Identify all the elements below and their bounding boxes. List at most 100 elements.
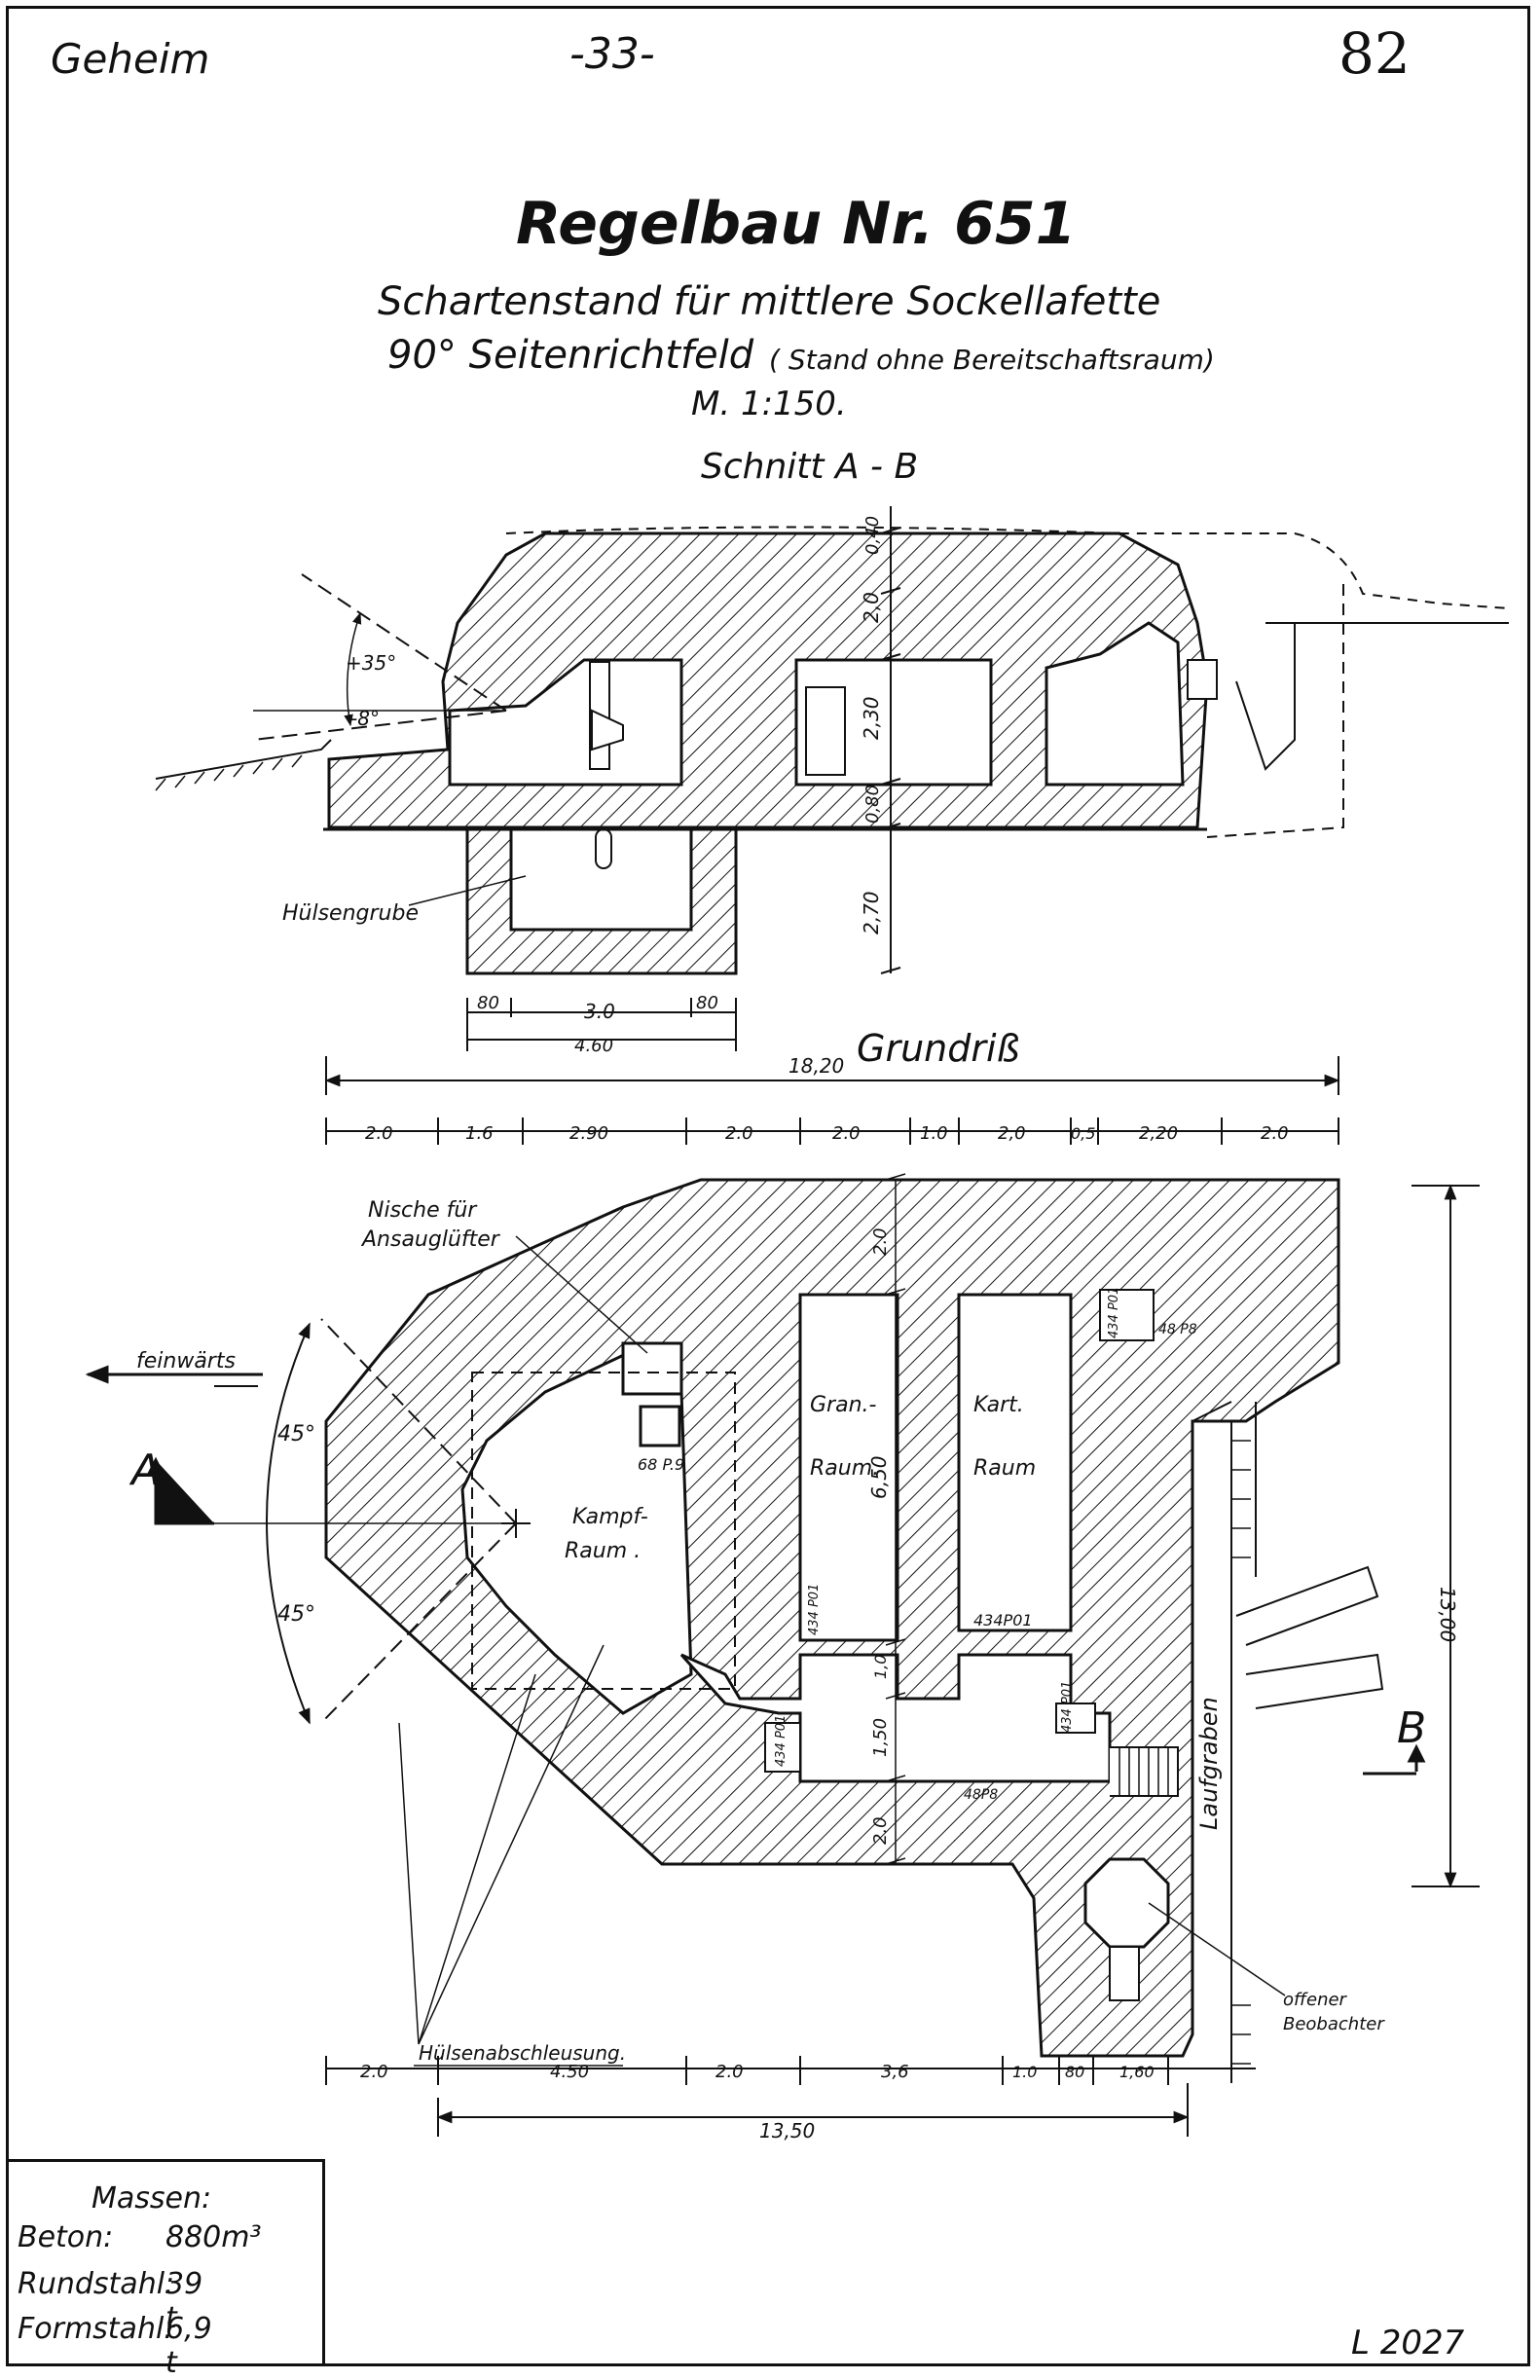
dim-bottom-1: 2.0	[360, 2062, 388, 2082]
traverse-field-label: 90° Seitenrichtfeld	[387, 333, 754, 378]
quantities-heading: Massen:	[92, 2181, 212, 2215]
sector-angle-bottom: 45°	[277, 1602, 315, 1627]
section-heading: Schnitt A - B	[701, 447, 919, 487]
plan-view	[85, 1173, 1480, 2083]
combat-room-label-1: Kampf-	[572, 1505, 648, 1529]
classification-label: Geheim	[51, 35, 210, 83]
angle-lower: -8°	[350, 707, 380, 730]
dim-roof: 2,0	[860, 592, 883, 623]
dim-top-10: 2.0	[1261, 1123, 1289, 1144]
dim-pit-depth: 2,70	[860, 891, 883, 934]
dim-inner-5: 2.0	[870, 1816, 891, 1845]
section-view	[155, 506, 1510, 1051]
section-label-A: A	[128, 1446, 161, 1495]
combat-room-label-2: Raum .	[565, 1539, 641, 1563]
dim-right: 13,00	[1436, 1587, 1459, 1642]
part-code-6: 434 P01	[774, 1715, 788, 1767]
page-number: -33-	[569, 29, 655, 79]
dim-pit-wall-left: 80	[477, 993, 499, 1013]
section-marker-A	[146, 1456, 214, 1525]
sheet-border	[6, 6, 1530, 2366]
ventilator-niche	[621, 1341, 683, 1396]
dim-inner-2: 6,50	[867, 1455, 891, 1499]
dim-pit-total: 4.60	[574, 1036, 613, 1056]
grenade-room-label-2: Raum.	[810, 1456, 879, 1481]
grenade-room	[798, 1293, 899, 1642]
dim-bottom-2: 4.50	[550, 2062, 589, 2082]
dim-top-7: 2,0	[998, 1123, 1026, 1144]
trench-hatch	[1231, 1440, 1251, 2065]
combat-room	[460, 1351, 693, 1715]
quantity-label-section-steel: Formstahl:	[18, 2312, 174, 2346]
plan-heading: Grundriß	[857, 1027, 1019, 1070]
elevation-arc	[344, 611, 362, 727]
dim-bottom-5: 1.0	[1012, 2063, 1037, 2081]
dim-bottom-3: 2.0	[715, 2062, 744, 2082]
dim-pit-inner: 3.0	[584, 1000, 615, 1023]
ammo-box	[805, 686, 846, 776]
dim-top-9: 2,20	[1139, 1123, 1178, 1144]
right-earth-dashed	[1206, 584, 1344, 838]
trench-branch-upper	[1235, 1565, 1379, 1646]
niche-label-line1: Nische für	[368, 1198, 478, 1223]
dim-bottom-7: 1,60	[1119, 2063, 1155, 2081]
traverse-field-note: ( Stand ohne Bereitschaftsraum)	[769, 344, 1215, 376]
trench-branch-lower	[1245, 1653, 1384, 1709]
observer-box	[1187, 659, 1218, 700]
quantity-value-section-steel: 6,9 t	[165, 2312, 212, 2380]
dim-bottom-4: 3,6	[881, 2062, 909, 2082]
cartridge-room	[957, 1293, 1073, 1632]
pedestal-outline	[471, 1372, 736, 1690]
niche-label-line2: Ansauglüfter	[360, 1227, 501, 1252]
section-label-B: B	[1397, 1703, 1426, 1753]
quantity-label-round-steel: Rundstahl:	[18, 2267, 175, 2301]
dim-room-height: 2,30	[860, 696, 883, 740]
ground-hatch-left	[155, 754, 303, 791]
dim-top-4: 2.0	[725, 1123, 753, 1144]
observer-label-1: offener	[1283, 1990, 1348, 2010]
stair-cavity	[1045, 621, 1185, 787]
direction-label: feinwärts	[136, 1349, 236, 1373]
gun-mount	[591, 709, 624, 751]
dim-top-8: 0,5	[1071, 1124, 1095, 1143]
sheet-number: 82	[1338, 20, 1411, 87]
dim-inner-1: 2.0	[870, 1227, 891, 1256]
entry-stairs	[1110, 1746, 1179, 1797]
observer-label-2: Beobachter	[1283, 2014, 1385, 2034]
dim-top-6: 1.0	[920, 1123, 948, 1144]
dim-top-3: 2.90	[569, 1123, 608, 1144]
part-code-7: 434 P01	[1060, 1681, 1075, 1733]
part-code-8: 48P8	[964, 1787, 998, 1803]
ventilator-box	[639, 1405, 681, 1447]
dim-top-2: 1.6	[465, 1123, 494, 1144]
scale-label: M. 1:150.	[691, 384, 847, 423]
elevation-ray-upper	[301, 573, 507, 712]
dim-bottom-6: 80	[1065, 2063, 1084, 2081]
casing-pit	[465, 825, 738, 975]
trench	[1192, 1401, 1257, 2083]
quantity-row: Beton: 880m³	[18, 2220, 262, 2254]
cartridge-room-label-1: Kart.	[973, 1393, 1024, 1417]
quantity-row: Rundstahl: 39 t	[18, 2267, 202, 2335]
dim-floor: 0,80	[862, 785, 883, 824]
part-code-3: 434P01	[973, 1611, 1033, 1629]
quantity-value-concrete: 880m³	[165, 2220, 262, 2254]
trench-label: Laufgraben	[1195, 1697, 1223, 1830]
drawing-title: Regelbau Nr. 651	[516, 190, 1077, 258]
quantity-value-round-steel: 39 t	[165, 2267, 203, 2335]
dim-cover: 0,40	[862, 516, 883, 555]
dim-total-bottom: 13,50	[759, 2119, 815, 2142]
earth-cover	[505, 526, 1510, 609]
dim-top-1: 2.0	[365, 1123, 393, 1144]
observer-stair	[1109, 1946, 1140, 2001]
dim-top-5: 2.0	[832, 1123, 861, 1144]
quantity-row: Formstahl: 6,9 t	[18, 2312, 212, 2380]
section-marker-B	[1363, 1743, 1426, 1776]
right-ground	[1235, 622, 1509, 771]
sector-angle-top: 45°	[277, 1422, 315, 1446]
part-code-1: 68 P.9	[638, 1455, 684, 1474]
part-code-5: 48 P8	[1158, 1322, 1197, 1337]
observer-octagon	[1083, 1857, 1170, 1949]
